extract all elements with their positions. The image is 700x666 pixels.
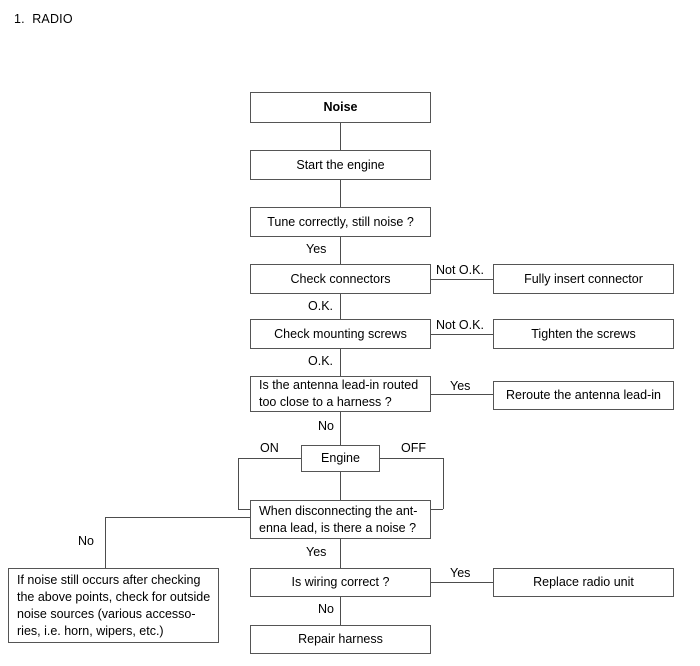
node-tighten-the-screws[interactable]: Tighten the screws: [493, 319, 674, 349]
edge-engine-center-stub: [340, 471, 341, 500]
edge-connectors-to-insert: [430, 279, 493, 280]
edge-disconnect-no-horizontal: [105, 517, 251, 518]
edge-label-wiring-no: No: [318, 602, 334, 616]
node-start-the-engine[interactable]: Start the engine: [250, 150, 431, 180]
edge-disconnect-to-wiring: [340, 539, 341, 568]
edge-wiring-to-repair: [340, 596, 341, 625]
edge-screws-to-tighten: [430, 334, 493, 335]
edge-label-conn-notok: Not O.K.: [436, 263, 484, 277]
page-title: 1. RADIO: [14, 12, 73, 26]
edge-engine-on-vertical: [238, 458, 239, 509]
node-disconnect-antenna-question[interactable]: When disconnecting the ant- enna lead, i…: [250, 500, 431, 539]
edge-tune-to-check-connectors: [340, 236, 341, 265]
node-noise[interactable]: Noise: [250, 92, 431, 123]
edge-disconnect-no-vertical: [105, 517, 106, 568]
edge-connectors-to-screws: [340, 293, 341, 322]
edge-label-screws-notok: Not O.K.: [436, 318, 484, 332]
edge-label-disconnect-no: No: [78, 534, 94, 548]
edge-engine-off-vertical: [443, 458, 444, 509]
edge-label-conn-ok: O.K.: [308, 299, 334, 313]
edge-noise-to-start: [340, 122, 341, 151]
node-antenna-lead-in-question[interactable]: Is the antenna lead-in routed too close …: [250, 376, 431, 412]
edge-start-to-tune: [340, 179, 341, 208]
section-number: 1.: [14, 12, 25, 26]
edge-engine-off-into-box: [430, 509, 443, 510]
node-engine[interactable]: Engine: [301, 445, 380, 472]
edge-label-screws-ok: O.K.: [308, 354, 334, 368]
edge-wiring-to-replace: [430, 582, 493, 583]
node-reroute-antenna-lead-in[interactable]: Reroute the antenna lead-in: [493, 381, 674, 410]
edge-label-engine-on: ON: [260, 441, 279, 455]
edge-antenna-to-engine: [340, 411, 341, 445]
edge-antenna-to-reroute: [430, 394, 493, 395]
node-check-connectors[interactable]: Check connectors: [250, 264, 431, 294]
edge-screws-to-antenna: [340, 348, 341, 377]
edge-label-antenna-no: No: [318, 419, 334, 433]
section-title-text: RADIO: [32, 12, 73, 26]
edge-label-tune-yes: Yes: [306, 242, 327, 256]
edge-engine-on-into-box: [238, 509, 251, 510]
edge-label-wiring-yes: Yes: [450, 566, 471, 580]
node-outside-noise-sources-note[interactable]: If noise still occurs after checking the…: [8, 568, 219, 643]
node-tune-correctly[interactable]: Tune correctly, still noise ?: [250, 207, 431, 237]
edge-label-engine-off: OFF: [401, 441, 426, 455]
node-is-wiring-correct[interactable]: Is wiring correct ?: [250, 568, 431, 597]
node-fully-insert-connector[interactable]: Fully insert connector: [493, 264, 674, 294]
node-replace-radio-unit[interactable]: Replace radio unit: [493, 568, 674, 597]
edge-engine-off-horizontal: [380, 458, 443, 459]
node-repair-harness[interactable]: Repair harness: [250, 625, 431, 654]
edge-engine-on-horizontal: [238, 458, 301, 459]
edge-label-antenna-yes: Yes: [450, 379, 471, 393]
node-check-mounting-screws[interactable]: Check mounting screws: [250, 319, 431, 349]
edge-label-disconnect-yes: Yes: [306, 545, 327, 559]
